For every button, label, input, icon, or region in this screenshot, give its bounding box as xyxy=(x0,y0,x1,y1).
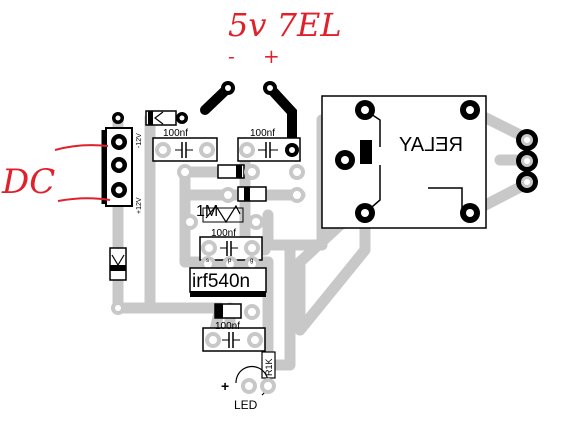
dc-annotation: DC xyxy=(1,162,55,202)
led-label: LED xyxy=(234,398,258,412)
resistor-r1k: R1K xyxy=(261,351,276,379)
pin-s: s xyxy=(206,258,209,264)
cap-bottom-label: 100nf xyxy=(215,321,240,332)
relay: RELAY xyxy=(321,95,487,229)
minus-annotation: - xyxy=(228,44,235,68)
label-plus12v: +12V xyxy=(136,197,143,214)
resistor-1m-label: 1M xyxy=(196,203,218,220)
mosfet-label: irf540n xyxy=(192,271,250,292)
led: + LED xyxy=(221,365,276,412)
r1k-label: R1K xyxy=(264,358,274,376)
relay-coil xyxy=(360,140,372,164)
diode-left xyxy=(109,247,127,315)
dc-arrow-bottom xyxy=(57,197,111,202)
relay-label: RELAY xyxy=(399,134,463,156)
mosfet-irf540n: s p g irf540n xyxy=(189,256,267,297)
supply-annotation: 5v 7EL xyxy=(228,6,342,44)
cap-top-right-label: 100nf xyxy=(250,128,275,139)
dc-connector: -12V +12V xyxy=(101,127,143,214)
pin-p: p xyxy=(228,258,232,264)
dc-arrow-top xyxy=(54,144,109,151)
pin-g: g xyxy=(250,258,253,264)
capacitor-top-left: 100nf xyxy=(152,128,218,162)
label-minus12v: -12V xyxy=(136,133,143,148)
diode-mid-2 xyxy=(220,164,305,203)
diode-top xyxy=(112,110,188,126)
resistor-1m: 1M xyxy=(182,203,264,230)
relay-output-connector xyxy=(516,129,538,193)
capacitor-middle: 100nf xyxy=(199,228,263,261)
diode-mid-1 xyxy=(177,164,260,180)
plus-annotation: + xyxy=(263,44,280,68)
cap-top-left-label: 100nf xyxy=(163,128,188,139)
led-plus: + xyxy=(221,378,229,394)
capacitor-bottom: 100nf xyxy=(202,321,266,352)
diode-bottom xyxy=(214,303,260,320)
capacitor-top-right: 100nf xyxy=(237,128,301,162)
cap-middle-label: 100nf xyxy=(211,228,236,239)
